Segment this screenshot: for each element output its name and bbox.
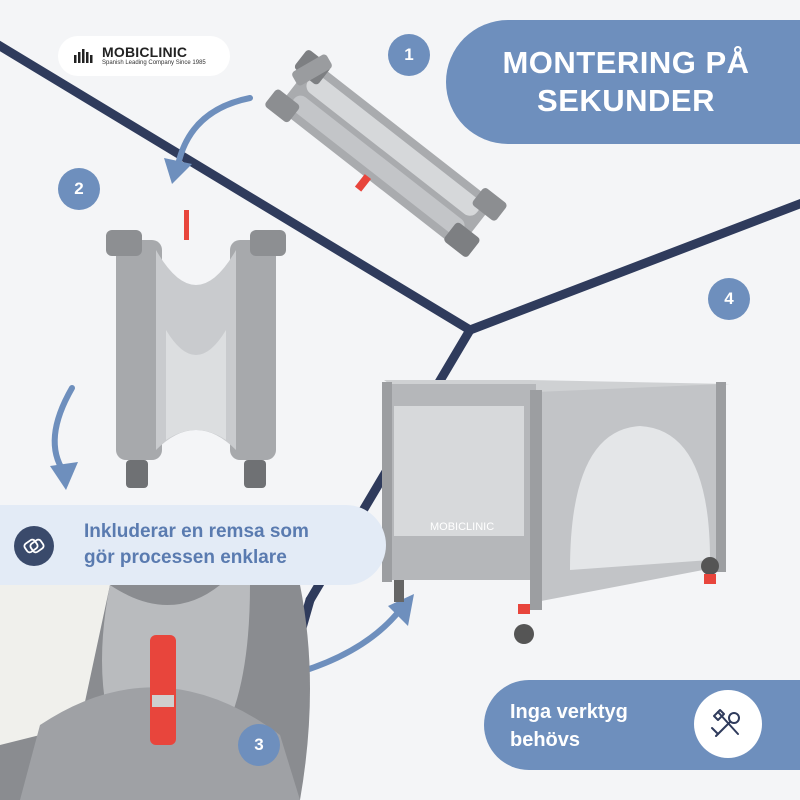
logo-brand-text: MOBICLINIC [102, 44, 188, 60]
strap-callout: Inkluderar en remsa som gör processen en… [0, 505, 386, 585]
strap-icon [14, 526, 54, 566]
strap-callout-line-1: Inkluderar en remsa som [84, 521, 309, 542]
step-badge-4: 4 [708, 278, 750, 320]
headline-banner: MONTERING PÅ SEKUNDER [446, 20, 800, 144]
folded-playpen-photo [265, 50, 507, 257]
tools-callout-line-2: behövs [510, 729, 581, 751]
logo-tagline: Spanish Leading Company Since 1985 [102, 60, 206, 66]
headline-line-2: SEKUNDER [537, 83, 715, 118]
strap-callout-text: Inkluderar en remsa som gör processen en… [84, 519, 384, 571]
strap-callout-line-2: gör processen enklare [84, 547, 287, 568]
tools-callout-text: Inga verktyg behövs [510, 698, 690, 754]
tools-callout-line-1: Inga verktyg [510, 701, 628, 723]
tools-icon [694, 690, 762, 758]
playpen-brand-label: MOBICLINIC [430, 521, 494, 533]
strap-closeup-photo [0, 585, 310, 800]
logo-bars-icon [74, 49, 93, 63]
tools-callout: Inga verktyg behövs [484, 680, 800, 770]
step-badge-1: 1 [388, 34, 430, 76]
step-badge-3: 3 [238, 724, 280, 766]
step-badge-2: 2 [58, 168, 100, 210]
assembled-playpen-photo: MOBICLINIC [382, 380, 730, 644]
brand-logo: MOBICLINIC Spanish Leading Company Since… [58, 36, 230, 76]
half-opened-playpen-photo [106, 210, 286, 488]
headline-line-1: MONTERING PÅ [502, 45, 750, 80]
